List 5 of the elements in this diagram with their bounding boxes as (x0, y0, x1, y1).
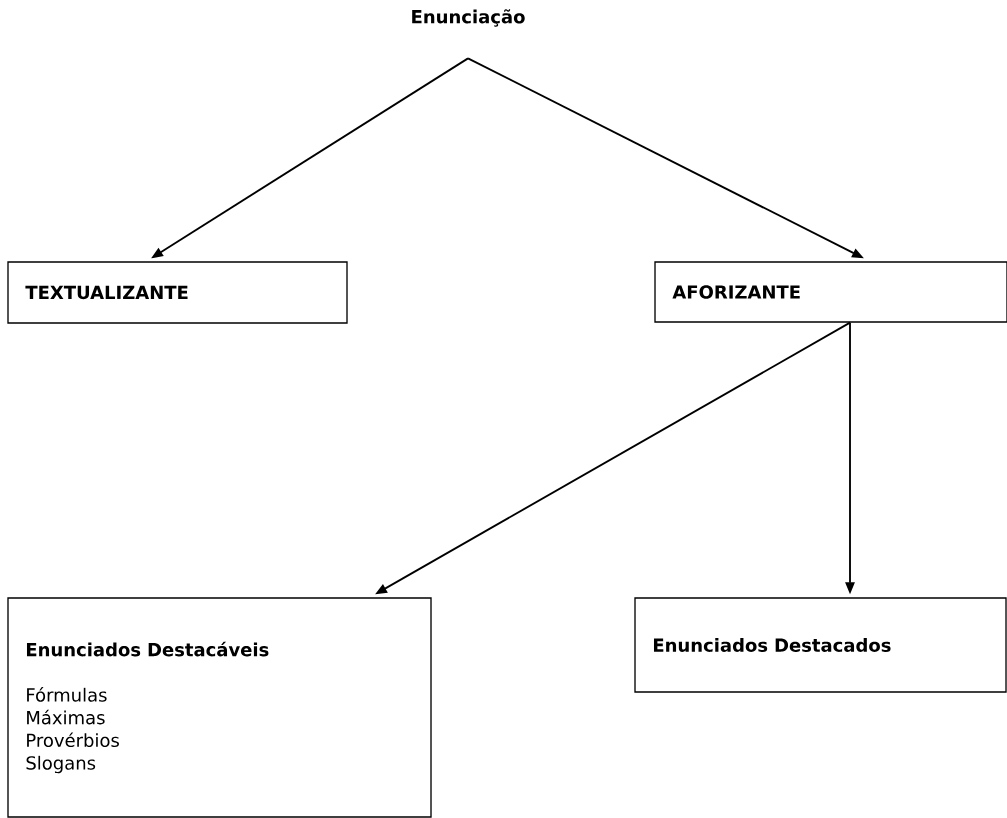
category-box: Enunciados Destacáveis Fórmulas Máximas Provérbios Slogans (7, 597, 432, 818)
category-box: AFORIZANTE (654, 261, 1007, 323)
category-box: TEXTUALIZANTE (7, 261, 348, 324)
category-box: Enunciados Destacados (634, 597, 1007, 693)
heading-text: Enunciação (412, 9, 525, 27)
